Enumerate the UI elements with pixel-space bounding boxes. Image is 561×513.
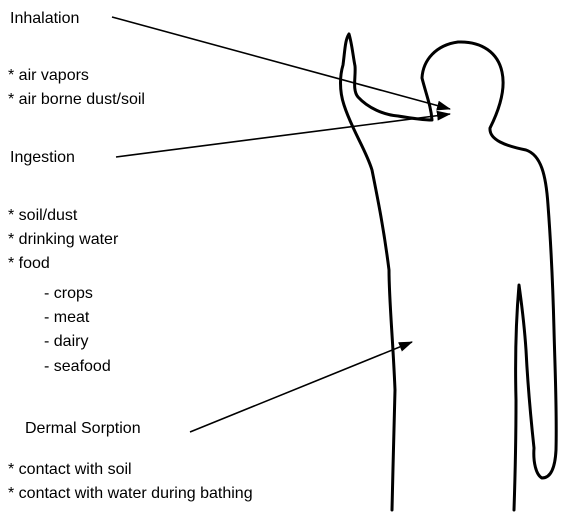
- ingestion-heading: Ingestion: [10, 149, 75, 167]
- dermal-item: * contact with soil: [8, 461, 132, 479]
- ingestion-item: * drinking water: [8, 231, 118, 249]
- food-item: - crops: [44, 285, 93, 303]
- food-item: - meat: [44, 309, 89, 327]
- food-item: - seafood: [44, 358, 111, 376]
- inhalation-item: * air vapors: [8, 67, 89, 85]
- ingestion-item: * soil/dust: [8, 207, 77, 225]
- inhalation-item: * air borne dust/soil: [8, 91, 145, 109]
- food-item: - dairy: [44, 333, 88, 351]
- inhalation-arrow: [112, 17, 450, 109]
- inhalation-heading: Inhalation: [10, 10, 79, 28]
- human-silhouette: [341, 34, 557, 510]
- ingestion-item: * food: [8, 255, 50, 273]
- ingestion-arrow: [116, 114, 450, 157]
- dermal-heading: Dermal Sorption: [25, 420, 141, 438]
- dermal-arrow: [190, 342, 412, 432]
- dermal-item: * contact with water during bathing: [8, 485, 253, 503]
